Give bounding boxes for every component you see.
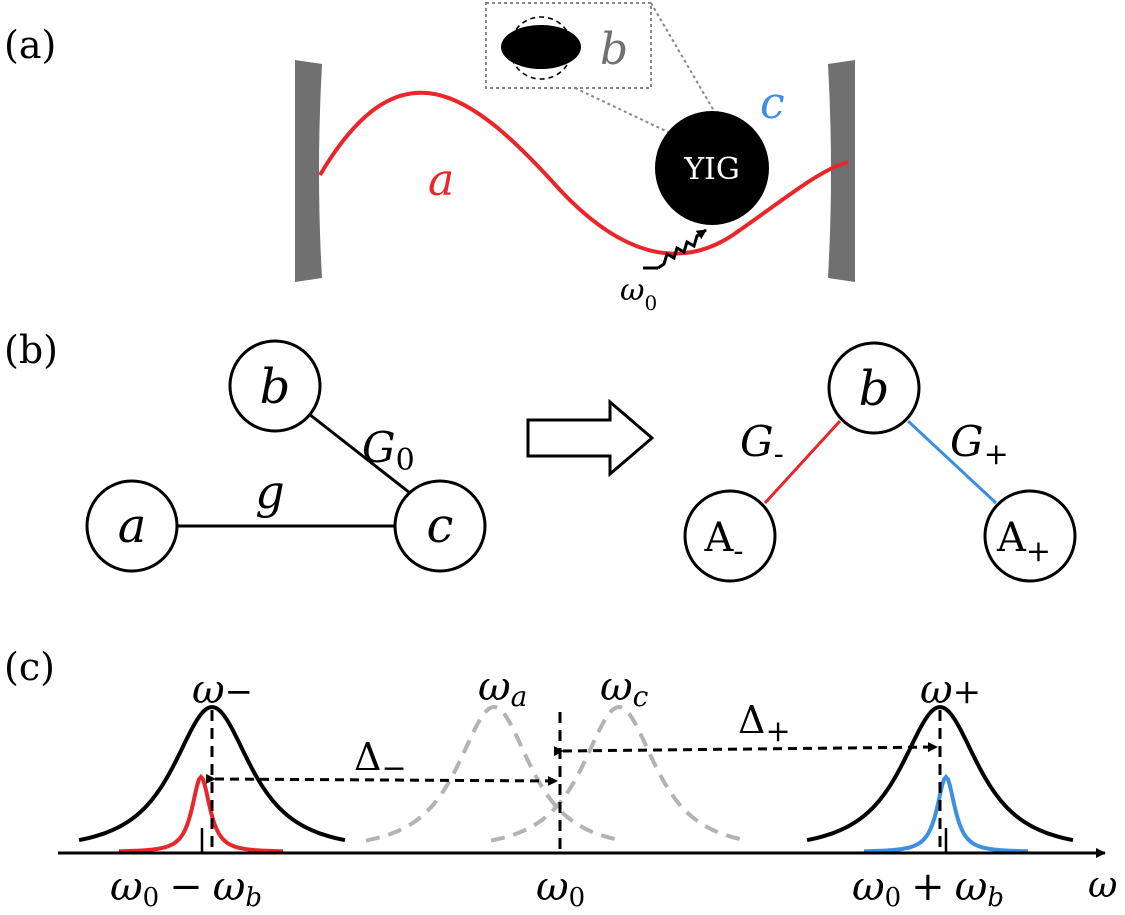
tick-omega0-plus-omegab: ω0+ωb — [852, 864, 1004, 913]
node-b-right — [827, 341, 921, 435]
panel-c: (c) ω− ωa ωc ω+ — [4, 645, 1117, 913]
omega-plus-label: ω+ — [920, 667, 981, 713]
node-c — [393, 479, 487, 573]
frequency-axis-label: ω — [1088, 865, 1117, 906]
omega-a-label: ωa — [478, 664, 527, 713]
node-a-plus-label: A+ — [996, 515, 1051, 569]
zoom-line-2 — [650, 2, 715, 112]
delta-minus-label: Δ− — [354, 735, 407, 786]
panel-a: (a) a YIG c b ω0 — [4, 2, 855, 315]
peak-omega-a-curve — [365, 704, 623, 843]
peak-plus-narrow-curve — [863, 773, 1029, 854]
coupling-g0-label: G0 — [362, 423, 415, 478]
node-b-right-label: b — [859, 361, 890, 417]
omega-c-label: ωc — [600, 664, 649, 713]
cavity-mode-label: a — [428, 155, 454, 206]
drive-photon-wiggle — [657, 228, 707, 270]
phonon-mode-label: b — [600, 24, 628, 75]
panel-c-label: (c) — [4, 645, 55, 689]
peak-omega-c-curve — [490, 704, 748, 843]
node-c-label: c — [427, 498, 454, 554]
yig-sphere — [655, 111, 769, 225]
peak-minus-broad-curve — [78, 705, 346, 843]
zoom-line-1 — [574, 87, 669, 133]
cavity-field-wave — [318, 90, 849, 256]
delta-minus-arrow — [205, 773, 558, 786]
drive-frequency-label: ω0 — [620, 273, 657, 315]
yig-label: YIG — [683, 152, 740, 187]
node-a — [85, 479, 179, 573]
node-a-plus — [983, 489, 1077, 583]
panel-a-label: (a) — [4, 23, 56, 67]
panel-b-label: (b) — [4, 328, 58, 372]
edge-b-aminus — [763, 419, 842, 505]
peak-minus-narrow-curve — [118, 773, 284, 854]
tick-omega0: ω0 — [536, 864, 585, 913]
node-b — [228, 339, 322, 433]
right-mirror — [828, 60, 855, 282]
coupling-gplus-label: G+ — [950, 417, 1009, 472]
inset-box — [485, 2, 652, 89]
left-mirror — [295, 60, 322, 282]
peak-plus-broad-curve — [806, 705, 1074, 843]
edge-b-c — [308, 412, 411, 495]
transformation-arrow — [526, 398, 655, 478]
coupling-g-label: g — [255, 465, 284, 519]
coupling-gminus-label: G- — [740, 417, 784, 472]
delta-plus-label: Δ+ — [738, 698, 791, 749]
omega-minus-label: ω− — [192, 667, 253, 713]
panel-b: (b) a b c g G0 b A- A+ — [4, 328, 1077, 583]
delta-plus-arrow — [553, 742, 938, 757]
node-a-minus — [683, 489, 777, 583]
tick-omega0-minus-omegab: ω0−ωb — [110, 864, 262, 913]
node-a-label: a — [118, 498, 147, 554]
node-a-minus-label: A- — [703, 515, 743, 569]
deformed-sphere — [501, 25, 581, 69]
edge-b-aplus — [906, 419, 998, 505]
magnon-mode-label: c — [760, 78, 785, 129]
node-b-label: b — [260, 359, 291, 415]
